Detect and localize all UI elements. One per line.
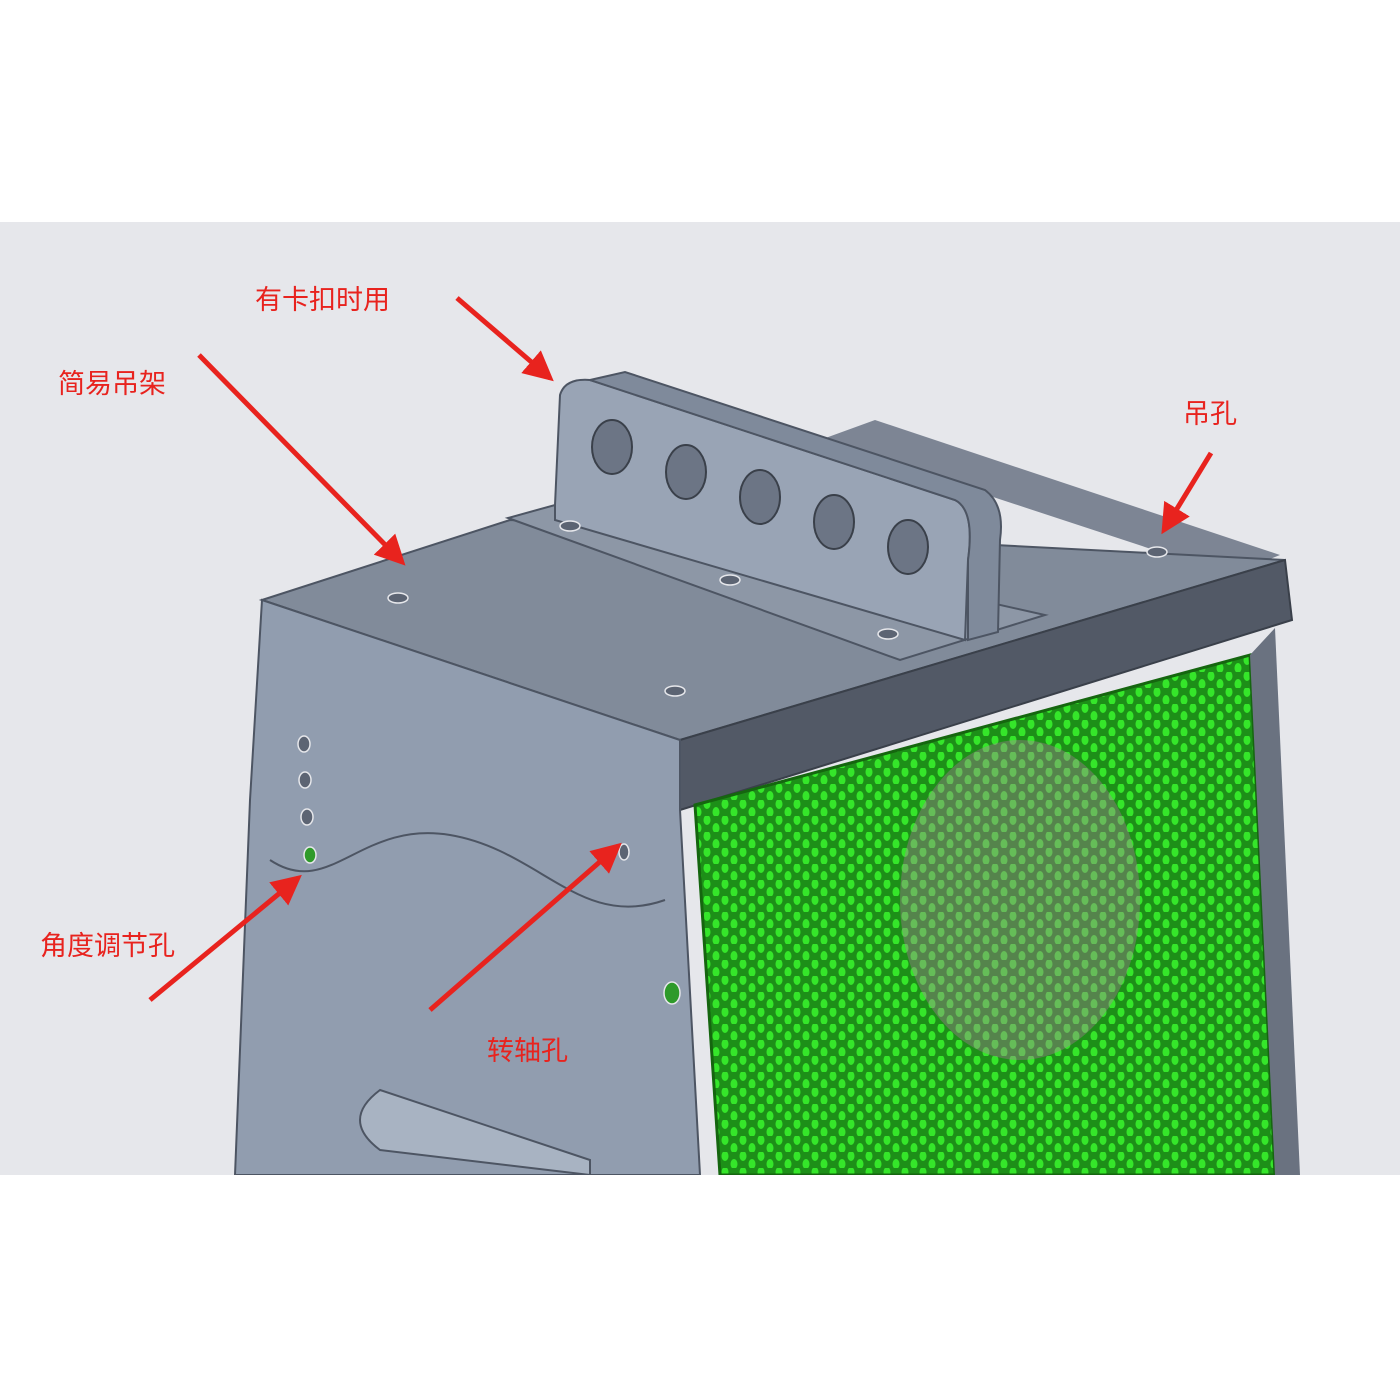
label-pivot-hole: 转轴孔 bbox=[487, 1036, 568, 1067]
woofer-shadow bbox=[900, 740, 1140, 1060]
arrow-hanging-hole bbox=[1161, 451, 1214, 535]
speaker-model bbox=[148, 296, 1300, 1175]
grille-frame bbox=[1250, 628, 1300, 1175]
rear-block bbox=[820, 420, 1280, 575]
label-angle-adjust-holes: 角度调节孔 bbox=[40, 931, 175, 962]
arrow-hanger bbox=[197, 353, 406, 566]
annotation-arrows bbox=[148, 296, 1214, 1012]
label-buckle-use: 有卡扣时用 bbox=[255, 285, 390, 316]
cad-viewport: 有卡扣时用 简易吊架 吊孔 角度调节孔 转轴孔 bbox=[0, 222, 1400, 1175]
arrow-angle bbox=[148, 874, 302, 1002]
label-hanging-hole: 吊孔 bbox=[1183, 399, 1237, 430]
arrow-buckle bbox=[455, 296, 554, 382]
hanger-holes bbox=[591, 419, 929, 575]
hanger-plate-back bbox=[586, 370, 1002, 642]
small-holes bbox=[297, 520, 1168, 1005]
label-simple-hanger: 简易吊架 bbox=[58, 369, 166, 400]
arrow-pivot bbox=[428, 842, 622, 1012]
side-face bbox=[233, 598, 702, 1175]
handle-slot bbox=[359, 1088, 591, 1175]
side-curve bbox=[269, 832, 666, 908]
front-grille bbox=[693, 653, 1277, 1175]
